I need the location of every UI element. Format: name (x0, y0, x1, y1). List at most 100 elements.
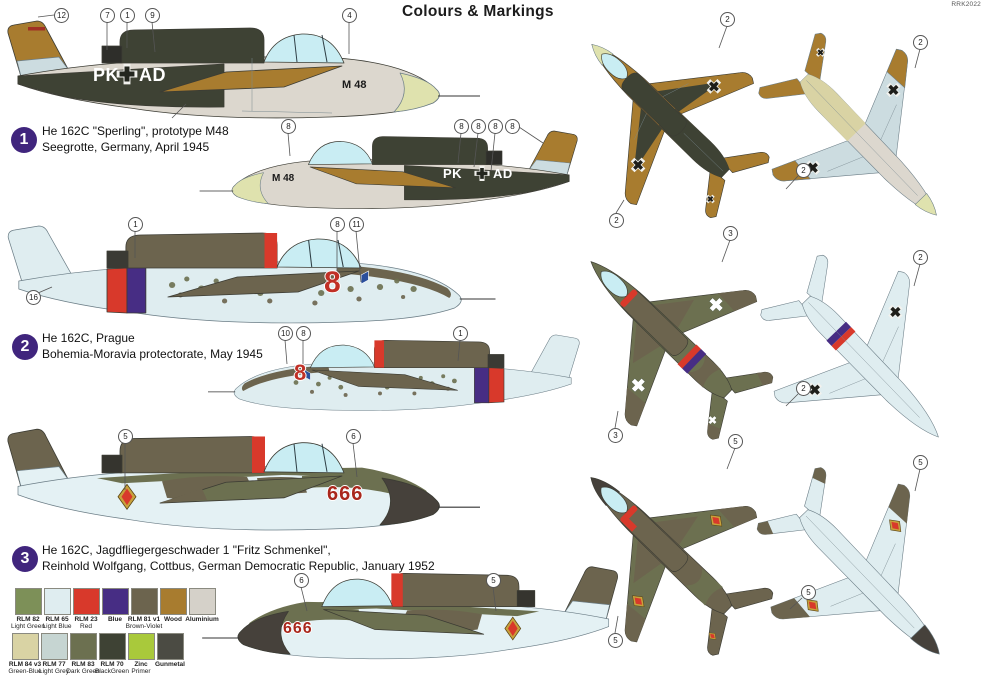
swatch-color (128, 633, 155, 660)
swatch-color (157, 633, 184, 660)
scheme2-profile-port (7, 225, 496, 324)
fuselage-code-pk: PK (443, 166, 463, 181)
callout-s1a-4: 4 (342, 8, 357, 23)
swatch-name: RLM 81 v1 (127, 616, 161, 623)
callout-s3b-1: 5 (486, 573, 501, 588)
scheme2-profile-starboard (207, 334, 580, 411)
scheme3-bottom-view (753, 464, 956, 667)
swatch-name: RLM 83 (71, 661, 95, 668)
scheme3-number-badge: 3 (12, 546, 38, 572)
scheme1-top-view (579, 28, 773, 221)
scheme3-profile-port (7, 428, 480, 531)
swatch-color (99, 633, 126, 660)
swatch-color (73, 588, 100, 615)
callout-s2a-3: 16 (26, 290, 41, 305)
callout-s1b-0: 8 (281, 119, 296, 134)
scheme3-caption-line1: He 162C, Jagdfliegergeschwader 1 "Fritz … (42, 543, 331, 557)
swatch-name: Wood (164, 616, 182, 623)
swatch-description: Brown-Violet (125, 623, 163, 630)
callout-s1a-0: 12 (54, 8, 69, 23)
fuselage-code-ad: AD (139, 65, 166, 85)
callout-s2bot-1: 2 (796, 381, 811, 396)
scheme1-profile-port (7, 20, 480, 119)
swatch-description: Green-Blue (8, 668, 42, 675)
ddr-insignia (504, 616, 522, 641)
swatch-color (41, 633, 68, 660)
swatch-name: Aluminium (185, 616, 219, 623)
callout-leader-lines (37, 14, 921, 634)
ddr-insignia (117, 483, 137, 510)
tactical-number-8: 8 (294, 360, 307, 385)
callout-s2b-1: 8 (296, 326, 311, 341)
palette-swatch-wood: Wood (160, 588, 195, 623)
fuselage-code-pk: PK (93, 65, 120, 85)
callout-s2top-0: 3 (723, 226, 738, 241)
scheme1-profile-starboard (199, 130, 578, 209)
scheme2-top-view (578, 245, 777, 443)
swatch-description: Light Grey (39, 668, 69, 675)
scheme2-bottom-view (757, 251, 955, 450)
callout-s3top-1: 5 (608, 633, 623, 648)
callout-s2bot-0: 2 (913, 250, 928, 265)
fuselage-code-ad: AD (493, 166, 513, 181)
callout-s1b-4: 8 (505, 119, 520, 134)
tactical-number-666: 666 (327, 483, 364, 505)
swatch-description: BlackGreen (95, 668, 129, 675)
callout-s1a-1: 7 (100, 8, 115, 23)
swatch-color (44, 588, 71, 615)
callout-s2a-0: 1 (128, 217, 143, 232)
swatch-color (160, 588, 187, 615)
palette-swatch-gunmetal: Gunmetal (155, 633, 192, 668)
callout-s1b-1: 8 (454, 119, 469, 134)
swatch-color (15, 588, 42, 615)
swatch-name: RLM 84 v3 (8, 661, 42, 668)
scheme1-caption-line2: Seegrotte, Germany, April 1945 (42, 140, 210, 154)
swatch-name: RLM 82 (16, 616, 40, 623)
scheme2-caption-line1: He 162C, Prague (42, 331, 135, 345)
swatch-name: RLM 77 (42, 661, 66, 668)
callout-s2a-1: 8 (330, 217, 345, 232)
callout-s1a-2: 1 (120, 8, 135, 23)
swatch-color (102, 588, 129, 615)
palette-swatch-blue: Blue (102, 588, 137, 623)
scheme1-number-badge: 1 (11, 127, 37, 153)
callout-s2a-2: 11 (349, 217, 364, 232)
callout-s1top-1: 2 (609, 213, 624, 228)
scheme3-profile-starboard (202, 566, 619, 660)
nose-code-m48: M 48 (272, 173, 295, 184)
tactical-number-8: 8 (324, 266, 341, 299)
swatch-description: Dark Green (66, 668, 100, 675)
scheme1-caption-line1: He 162C "Sperling", prototype M48 (42, 124, 229, 138)
callout-s3b-0: 6 (294, 573, 309, 588)
scheme2-number-badge: 2 (12, 334, 38, 360)
callout-s1b-2: 8 (471, 119, 486, 134)
scheme3-top-view (578, 461, 777, 659)
page-title: Colours & Markings (402, 3, 554, 20)
callout-s1bot-1: 2 (796, 163, 811, 178)
swatch-color (131, 588, 158, 615)
swatch-description: Light Blue (42, 623, 72, 630)
swatch-name: Blue (107, 616, 123, 623)
callout-s2b-2: 1 (453, 326, 468, 341)
callout-s3bot-1: 5 (801, 585, 816, 600)
callout-s1a-3: 9 (145, 8, 160, 23)
scheme1-bottom-view (755, 29, 953, 228)
tactical-number-666: 666 (283, 620, 313, 637)
callout-s1b-3: 8 (488, 119, 503, 134)
scheme3-caption-line2: Reinhold Wolfgang, Cottbus, German Democ… (42, 559, 435, 573)
callout-s3a-1: 6 (346, 429, 361, 444)
swatch-description: Red (80, 623, 92, 630)
callout-s1top-0: 2 (720, 12, 735, 27)
callout-s1bot-0: 2 (913, 35, 928, 50)
swatch-name: RLM 23 (74, 616, 98, 623)
watermark: RRK2022 (951, 1, 981, 8)
